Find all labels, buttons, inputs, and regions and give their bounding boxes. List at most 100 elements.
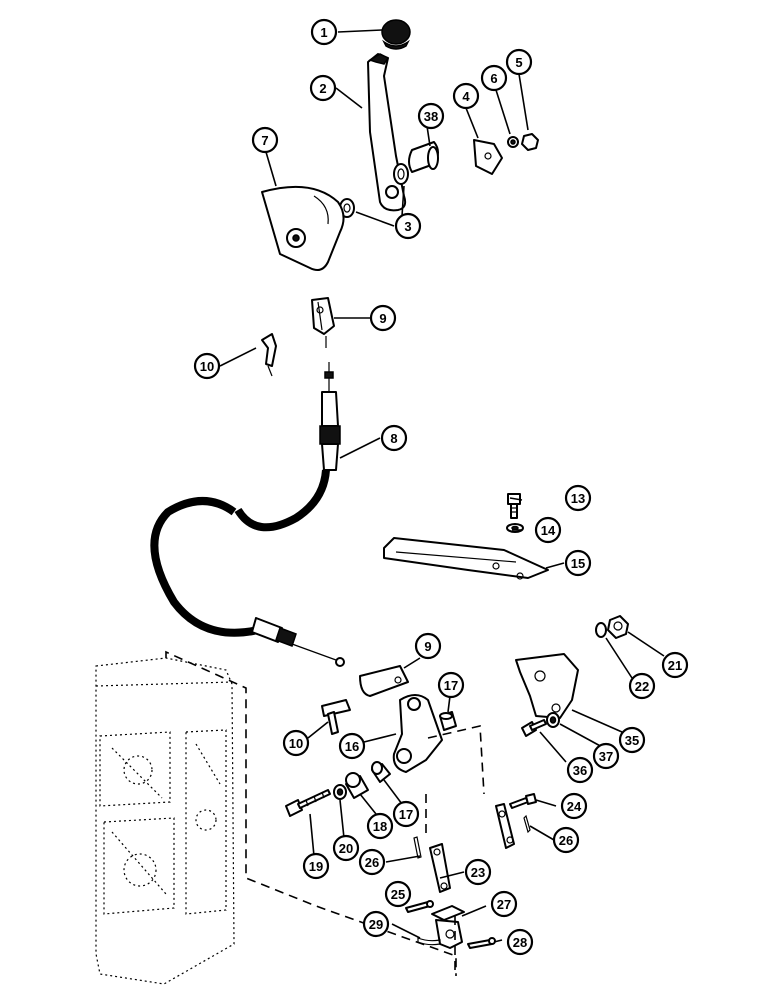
- callout-circle: [309, 74, 337, 102]
- callout-16: 16: [338, 732, 366, 760]
- bushing-3a: [393, 163, 409, 185]
- clevis-9-upper: [311, 297, 335, 348]
- washer-37: [546, 712, 560, 728]
- washer-20: [333, 784, 347, 800]
- bolt-24: [509, 793, 537, 809]
- callout-circle: [193, 352, 221, 380]
- pin-25: [405, 900, 434, 913]
- bushing-18: [345, 772, 369, 799]
- washer-6: [507, 136, 519, 148]
- callout-circle: [564, 484, 592, 512]
- callout-21: 21: [661, 651, 689, 679]
- cotter-pin-26-right: [523, 814, 531, 834]
- yoke-27: [431, 905, 465, 949]
- washer-22: [595, 622, 607, 638]
- callout-number: 38: [424, 109, 438, 124]
- callout-number: 23: [471, 865, 485, 880]
- callout-number: 37: [599, 749, 613, 764]
- callout-number: 24: [567, 799, 582, 814]
- callout-28: 28: [506, 928, 534, 956]
- callout-circle: [437, 671, 465, 699]
- callout-number: 16: [345, 739, 359, 754]
- quadrant-7: [261, 185, 345, 271]
- bracket-4: [473, 139, 503, 175]
- callout-circle: [628, 672, 656, 700]
- callout-circle: [358, 848, 386, 876]
- callout-circle: [392, 800, 420, 828]
- bracket-35: [515, 653, 579, 719]
- transmission-housing: [95, 657, 235, 985]
- callout-number: 17: [444, 678, 458, 693]
- callout-circle: [618, 726, 646, 754]
- callout-number: 9: [379, 311, 386, 326]
- callout-circle: [452, 82, 480, 110]
- callout-number: 9: [424, 639, 431, 654]
- callout-38: 38: [417, 102, 445, 130]
- link-lower-23: [429, 843, 451, 893]
- bolt-13: [507, 493, 521, 519]
- callout-number: 29: [369, 917, 383, 932]
- nut-21: [607, 615, 629, 639]
- callout-circle: [534, 516, 562, 544]
- callout-17: 17: [437, 671, 465, 699]
- callout-9: 9: [414, 632, 442, 660]
- callout-number: 27: [497, 897, 511, 912]
- callout-circle: [552, 826, 580, 854]
- callout-20: 20: [332, 834, 360, 862]
- callout-number: 26: [559, 833, 573, 848]
- pin-28: [467, 937, 496, 949]
- callout-circle: [505, 48, 533, 76]
- callout-circle: [506, 928, 534, 956]
- callout-3: 3: [394, 212, 422, 240]
- callout-circle: [414, 632, 442, 660]
- lever-16: [392, 694, 443, 773]
- callout-27: 27: [490, 890, 518, 918]
- callout-circle: [464, 858, 492, 886]
- callout-9: 9: [369, 304, 397, 332]
- callout-18: 18: [366, 812, 394, 840]
- callout-number: 1: [320, 25, 327, 40]
- cable-8: [150, 362, 345, 667]
- callout-1: 1: [310, 18, 338, 46]
- callout-17: 17: [392, 800, 420, 828]
- leader-lines: [219, 29, 665, 943]
- clip-10-lower: [321, 699, 351, 735]
- callout-23: 23: [464, 858, 492, 886]
- callout-circle: [251, 126, 279, 154]
- callout-14: 14: [534, 516, 562, 544]
- callout-29: 29: [362, 910, 390, 938]
- callout-number: 10: [200, 359, 214, 374]
- callout-24: 24: [560, 792, 588, 820]
- callout-7: 7: [251, 126, 279, 154]
- callout-number: 8: [390, 431, 397, 446]
- callout-circle: [592, 742, 620, 770]
- callout-circle: [332, 834, 360, 862]
- callout-number: 35: [625, 733, 639, 748]
- callout-number: 6: [490, 71, 497, 86]
- bolt-36: [521, 719, 547, 737]
- callout-number: 36: [573, 763, 587, 778]
- callout-circle: [310, 18, 338, 46]
- callout-circle: [490, 890, 518, 918]
- bushing-17-upper: [439, 711, 457, 731]
- callout-circle: [417, 102, 445, 130]
- callout-25: 25: [384, 880, 412, 908]
- cotter-pin-26-left: [413, 836, 422, 859]
- callout-4: 4: [452, 82, 480, 110]
- clip-10-upper: [261, 333, 277, 377]
- callout-26: 26: [552, 826, 580, 854]
- callout-number: 17: [399, 807, 413, 822]
- callout-36: 36: [566, 756, 594, 784]
- callout-number: 10: [289, 736, 303, 751]
- callout-circle: [384, 880, 412, 908]
- callout-13: 13: [564, 484, 592, 512]
- bushing-38: [408, 141, 439, 173]
- callout-circle: [566, 756, 594, 784]
- callout-37: 37: [592, 742, 620, 770]
- callout-number: 14: [541, 523, 556, 538]
- callout-circle: [380, 424, 408, 452]
- callout-circle: [366, 812, 394, 840]
- bushing-17-lower: [371, 761, 391, 783]
- callout-number: 4: [462, 89, 470, 104]
- callout-number: 19: [309, 859, 323, 874]
